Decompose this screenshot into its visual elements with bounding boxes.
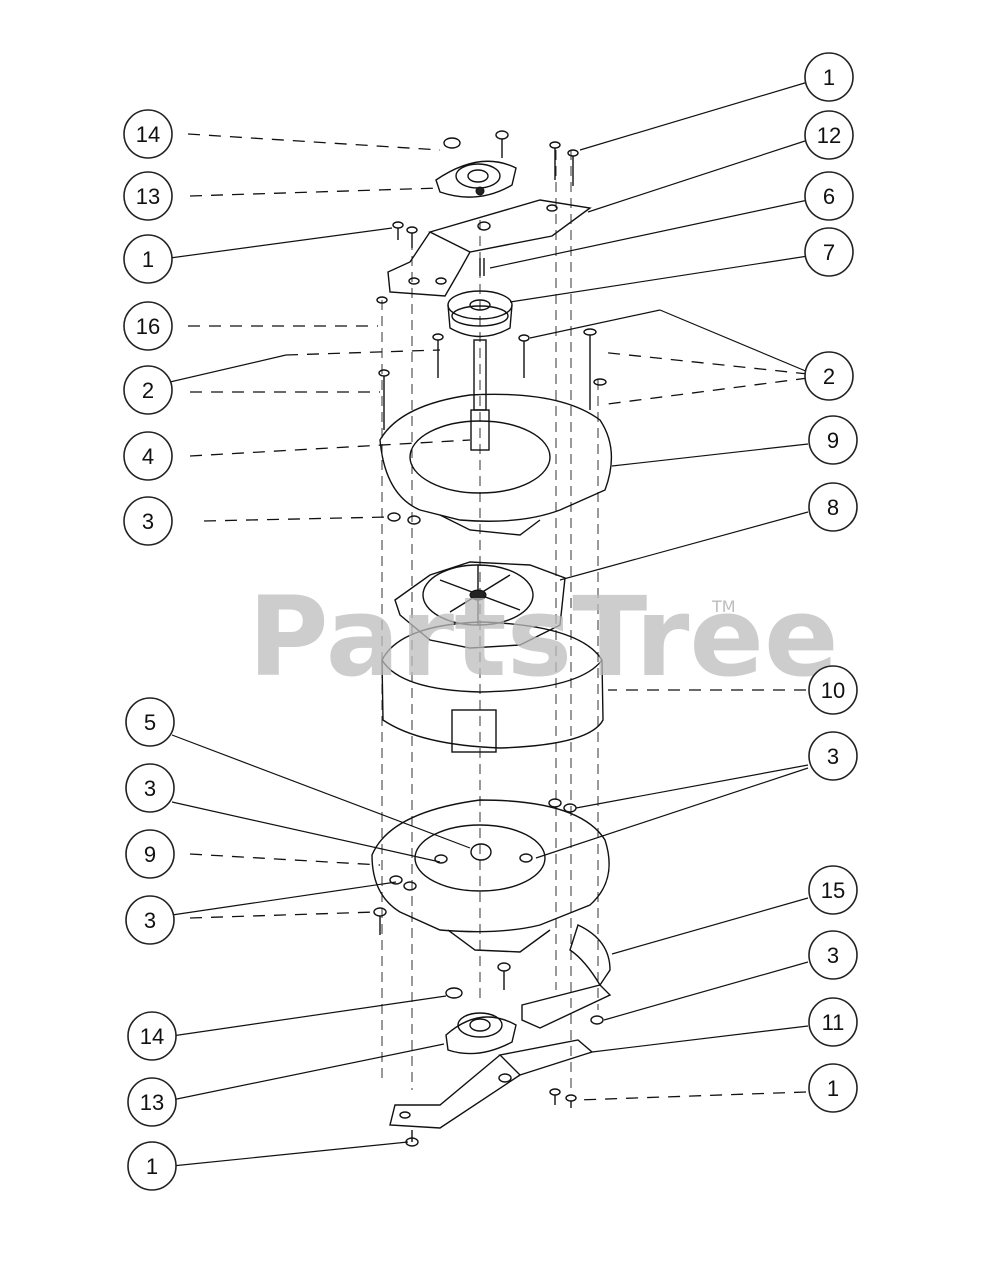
callout-5: 5 (125, 697, 175, 747)
svg-text:11: 11 (822, 1010, 845, 1035)
svg-text:13: 13 (136, 184, 160, 209)
callout-7: 7 (804, 227, 854, 277)
svg-text:13: 13 (140, 1090, 164, 1115)
callout-12: 12 (804, 110, 854, 160)
svg-text:1: 1 (142, 247, 154, 272)
part-bolts-1-top-right (549, 141, 579, 186)
callout-9-top: 9 (808, 415, 858, 465)
callout-6: 6 (804, 171, 854, 221)
part-bolts-1-bottom (405, 1088, 577, 1147)
svg-text:2: 2 (142, 378, 154, 403)
part-bolts-1-left (392, 221, 418, 248)
part-bolt-bottom-small (497, 962, 511, 990)
part-shaft-4 (470, 339, 490, 451)
callout-14-bottom: 14 (127, 1011, 177, 1061)
svg-text:1: 1 (827, 1076, 839, 1101)
callout-1-bottom-left: 1 (127, 1141, 177, 1191)
callout-14-top: 14 (123, 109, 173, 159)
callout-8: 8 (808, 482, 858, 532)
watermark-trademark: TM (711, 597, 736, 616)
part-deflector-15 (569, 924, 611, 987)
svg-text:15: 15 (821, 878, 845, 903)
callout-1-bottom-right: 1 (808, 1063, 858, 1113)
svg-text:9: 9 (144, 842, 156, 867)
callout-1-top-right: 1 (804, 52, 854, 102)
callout-3-lower-left: 3 (125, 763, 175, 813)
leader-lines (169, 81, 809, 1167)
callout-10: 10 (808, 665, 858, 715)
svg-text:10: 10 (821, 678, 845, 703)
watermark-text: PartsTree (248, 573, 839, 701)
callout-2-left: 2 (123, 365, 173, 415)
svg-text:5: 5 (144, 710, 156, 735)
callout-2-right: 2 (804, 351, 854, 401)
svg-text:3: 3 (827, 744, 839, 769)
svg-text:3: 3 (827, 943, 839, 968)
svg-text:14: 14 (140, 1024, 164, 1049)
callout-16: 16 (123, 301, 173, 351)
part-bolts-2 (378, 328, 597, 430)
callout-9-bottom: 9 (125, 829, 175, 879)
svg-text:16: 16 (136, 314, 160, 339)
part-bracket-12 (387, 199, 592, 297)
part-housing-plate-9-bottom (371, 799, 610, 953)
part-nut-3-bottom (590, 1015, 604, 1025)
part-bolt-top-small (495, 130, 509, 158)
svg-text:3: 3 (144, 908, 156, 933)
part-pulley-7 (447, 290, 513, 338)
part-rail (521, 984, 612, 1029)
part-key-6 (479, 258, 485, 276)
svg-text:8: 8 (827, 495, 839, 520)
svg-text:12: 12 (817, 123, 841, 148)
callout-3-upper-left: 3 (123, 496, 173, 546)
svg-text:3: 3 (144, 776, 156, 801)
part-washer-14-top (443, 137, 461, 149)
part-bracket-11 (389, 1039, 594, 1129)
part-bearing-13-top (435, 160, 517, 198)
callout-13-bottom: 13 (127, 1077, 177, 1127)
svg-text:3: 3 (142, 509, 154, 534)
callout-3-bottom-right: 3 (808, 930, 858, 980)
svg-text:2: 2 (823, 364, 835, 389)
svg-text:7: 7 (823, 240, 835, 265)
callout-11: 11 (808, 997, 858, 1047)
svg-text:14: 14 (136, 122, 160, 147)
part-washers-3-lower (373, 798, 577, 935)
callout-15: 15 (808, 865, 858, 915)
part-washers-3-upper (387, 512, 421, 525)
callout-3-lower-right: 3 (808, 731, 858, 781)
callout-1-left-top: 1 (123, 234, 173, 284)
part-nut-16 (376, 296, 388, 304)
part-housing-shroud-10 (381, 621, 604, 753)
part-bearing-13-bottom (445, 1012, 517, 1055)
part-washer-14-bottom (445, 987, 463, 999)
svg-text:6: 6 (823, 184, 835, 209)
callout-3-bottom-left: 3 (125, 895, 175, 945)
svg-text:1: 1 (823, 65, 835, 90)
callout-4: 4 (123, 431, 173, 481)
svg-text:4: 4 (142, 444, 154, 469)
svg-text:9: 9 (827, 428, 839, 453)
callout-13-top: 13 (123, 171, 173, 221)
part-housing-plate-9-top (379, 378, 613, 536)
svg-text:1: 1 (146, 1154, 158, 1179)
